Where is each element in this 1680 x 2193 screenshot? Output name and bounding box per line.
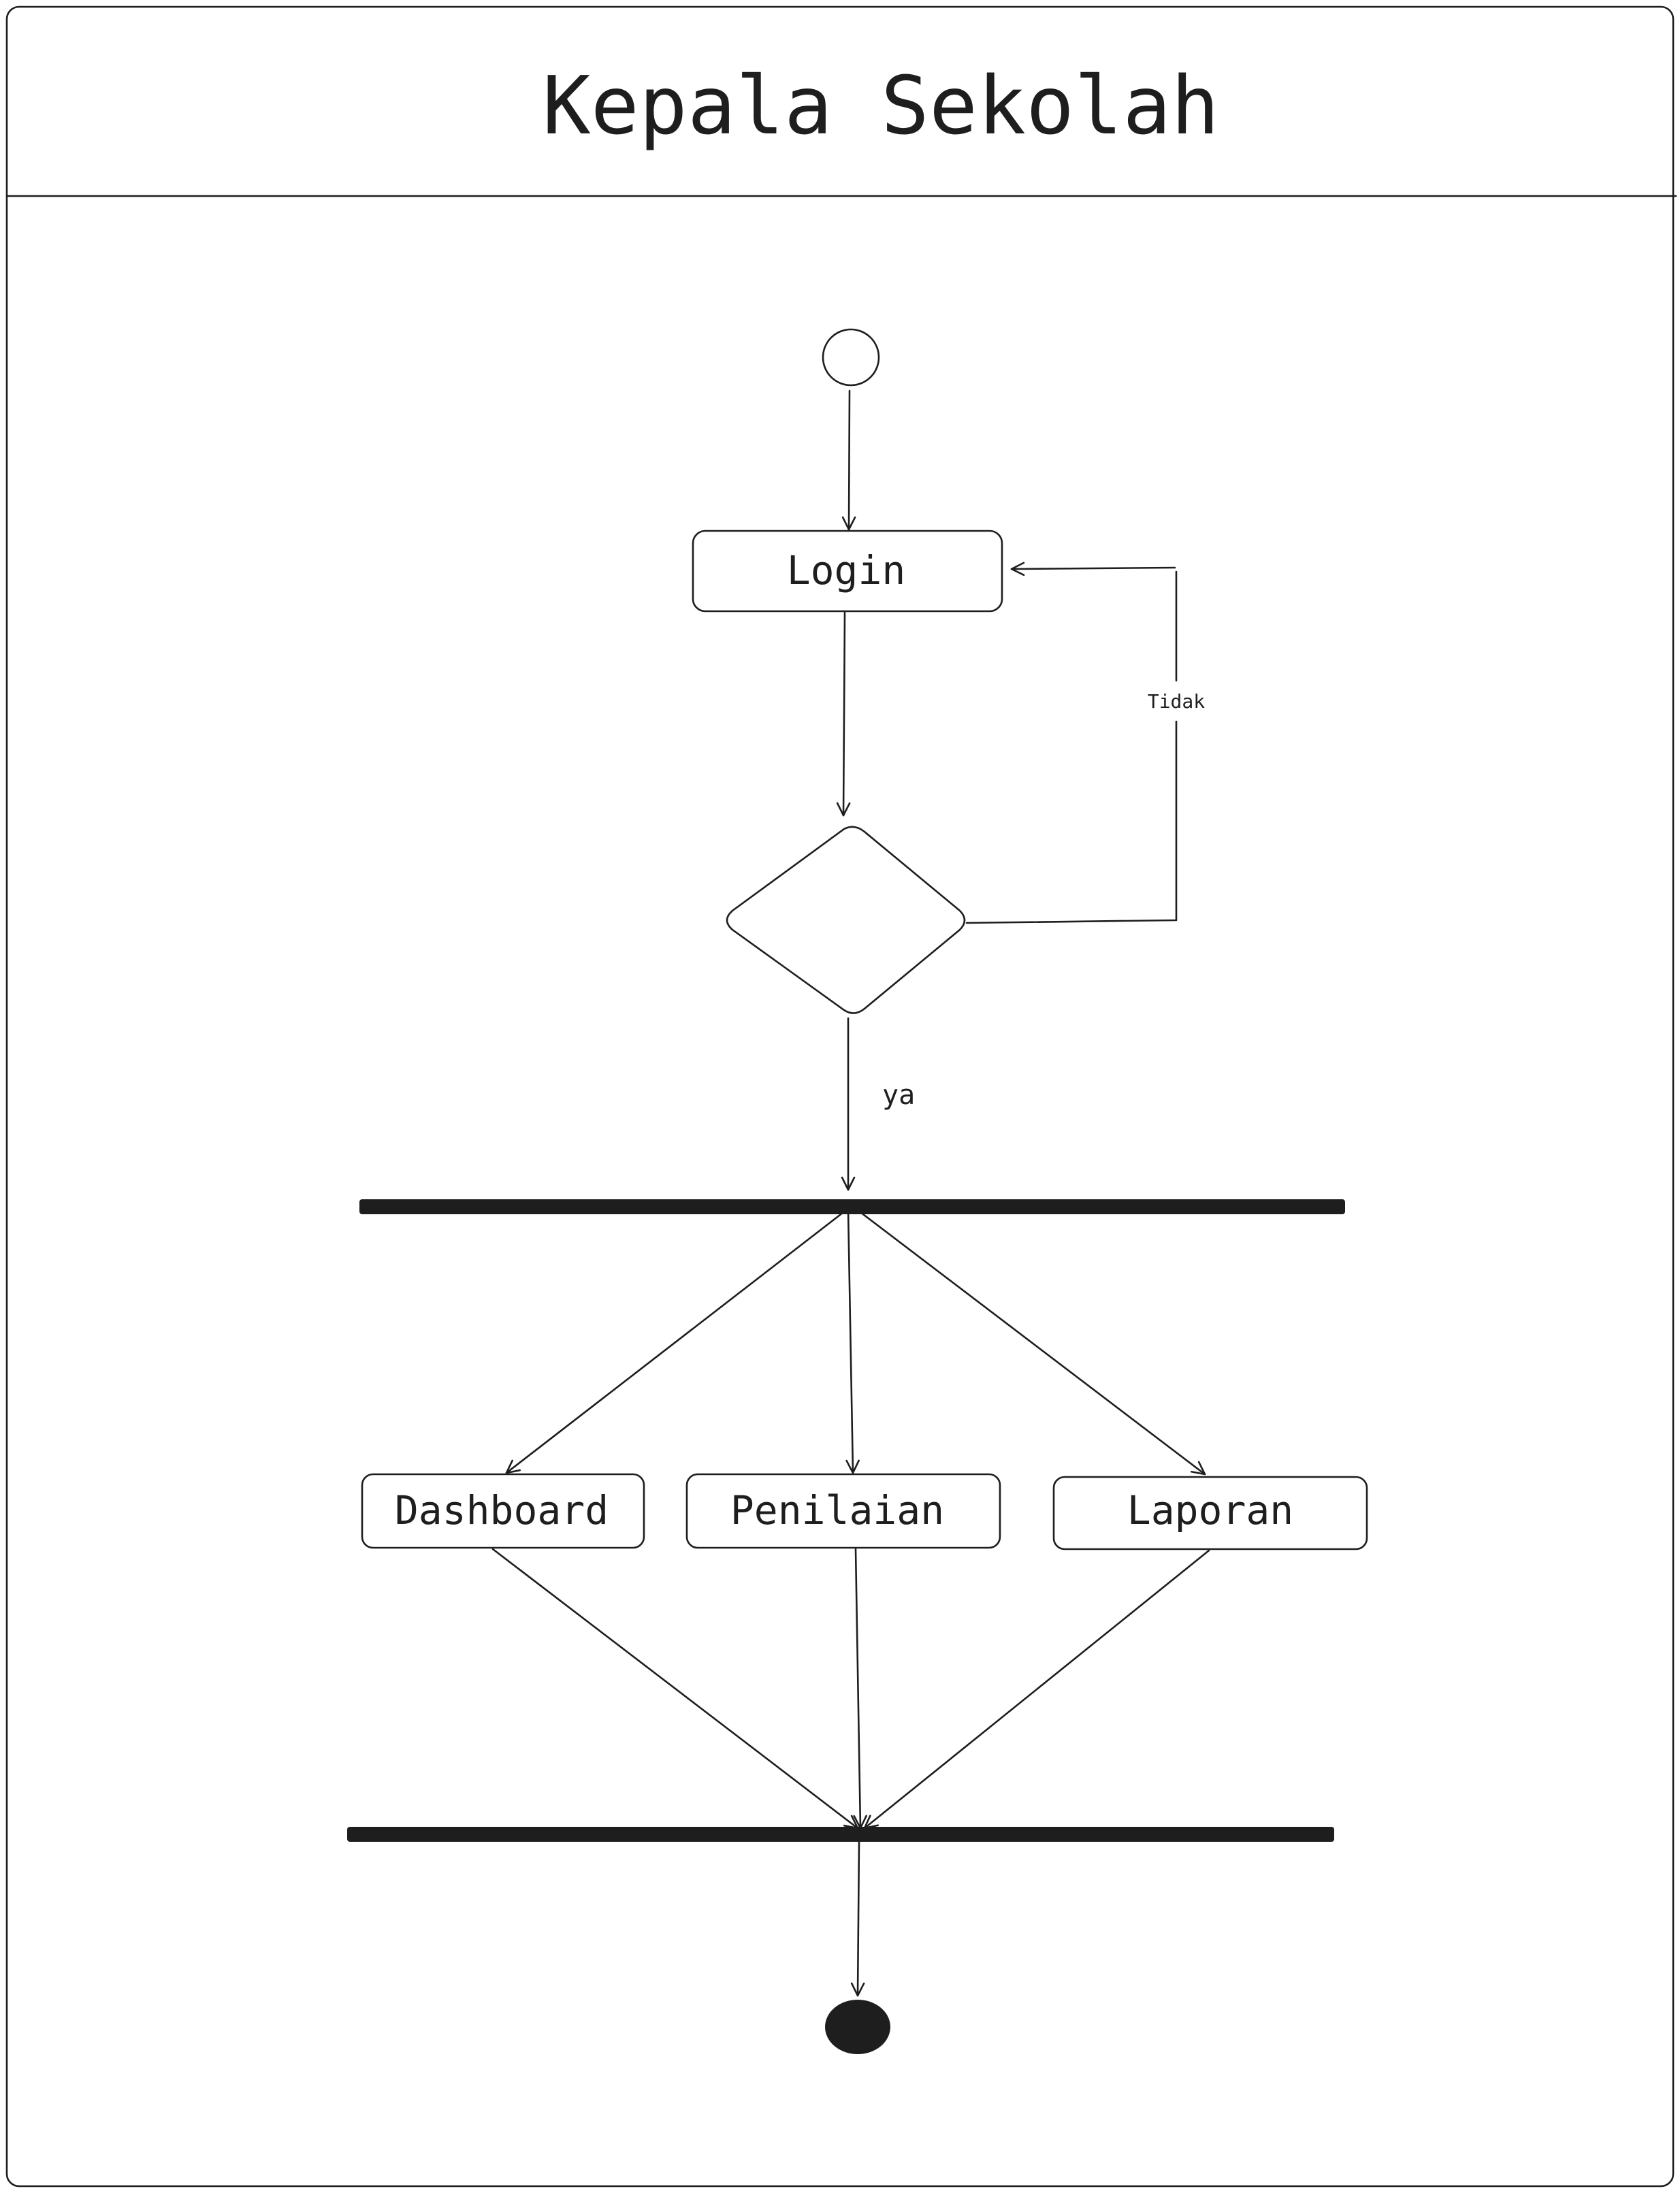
edge-label-ya: ya <box>882 1079 915 1111</box>
initial-node <box>822 328 880 387</box>
edge-join-to-final <box>850 1840 865 1997</box>
edge-login-to-decision <box>836 611 851 817</box>
edge-fork-to-dashboard <box>505 1209 847 1474</box>
edge-decision-no-return <box>1010 562 1176 576</box>
edge-fork-to-penilaian <box>845 1209 860 1474</box>
dashboard-label: Dashboard <box>395 1487 609 1533</box>
decision-node <box>726 826 966 1014</box>
edge-fork-to-laporan <box>856 1209 1206 1476</box>
laporan-node: Laporan <box>1052 1476 1368 1550</box>
edge-dashboard-to-join <box>491 1548 859 1830</box>
swimlane-frame <box>5 5 1675 2188</box>
edge-laporan-to-join <box>863 1549 1210 1830</box>
final-node <box>825 2000 890 2054</box>
dashboard-node: Dashboard <box>361 1473 645 1549</box>
penilaian-node: Penilaian <box>685 1473 1001 1549</box>
penilaian-label: Penilaian <box>730 1487 944 1533</box>
edge-initial-to-login <box>841 389 856 531</box>
fork-bar <box>359 1199 1345 1214</box>
edge-decision-no-loop <box>965 720 1178 924</box>
laporan-label: Laporan <box>1127 1487 1293 1533</box>
swimlane-title: Kepala Sekolah <box>543 59 1220 152</box>
join-bar <box>347 1827 1334 1842</box>
edge-penilaian-to-join <box>853 1548 867 1830</box>
edge-label-tidak: Tidak <box>1148 690 1205 713</box>
login-label: Login <box>787 547 906 594</box>
login-node: Login <box>692 530 1003 613</box>
